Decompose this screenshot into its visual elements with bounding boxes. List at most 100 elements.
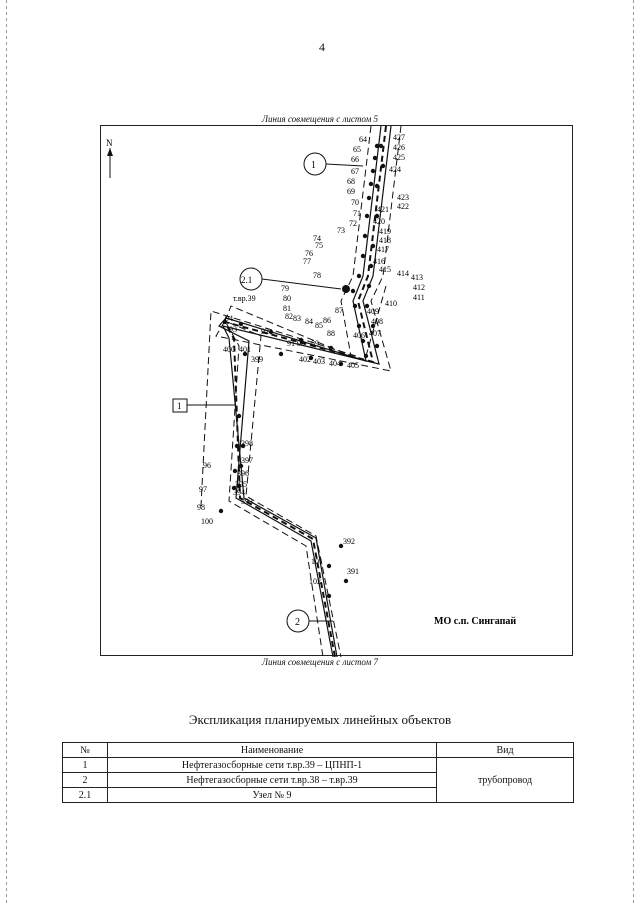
point-labels-right: 427 426 425 424 423 422 421 420 419 418 … [223,133,425,576]
svg-text:424: 424 [389,165,401,174]
point-labels-left: 64 65 66 67 68 69 70 71 72 73 74 75 76 7… [197,135,367,586]
svg-text:393: 393 [241,497,253,506]
svg-text:92: 92 [261,327,269,336]
svg-text:398: 398 [241,439,253,448]
svg-text:66: 66 [351,155,359,164]
svg-text:416: 416 [373,257,385,266]
svg-text:94: 94 [225,314,233,323]
svg-text:68: 68 [347,177,355,186]
row-num: 2.1 [62,787,108,803]
svg-text:93: 93 [229,325,237,334]
svg-text:1: 1 [177,401,182,411]
svg-text:419: 419 [379,227,391,236]
node-label: т.вр.39 [233,294,256,303]
svg-text:91: 91 [287,339,295,348]
svg-text:418: 418 [379,236,391,245]
page-number: 4 [319,40,325,54]
svg-text:100: 100 [201,517,213,526]
svg-text:414: 414 [397,269,409,278]
svg-text:71: 71 [353,209,361,218]
svg-text:403: 403 [313,357,325,366]
callout-1-mid: 1 [172,398,236,413]
row-name: Нефтегазосборные сети т.вр.38 – т.вр.39 [107,772,437,788]
svg-text:83: 83 [293,314,301,323]
row-name: Нефтегазосборные сети т.вр.39 – ЦПНП-1 [107,757,437,773]
north-arrow-icon: N [106,138,113,178]
table-row: 2.1 Узел № 9 [62,787,574,803]
svg-text:1: 1 [311,160,316,171]
svg-text:67: 67 [351,167,359,176]
scan-edge-right [633,0,634,905]
svg-text:64: 64 [359,135,367,144]
svg-text:75: 75 [315,241,323,250]
svg-text:404: 404 [329,359,341,368]
match-line-bottom: Линия совмещения с листом 7 [261,657,379,667]
route-map-drawing: N [106,125,516,658]
row-kind: трубопровод [436,757,574,803]
svg-text:413: 413 [411,273,423,282]
header-kind: Вид [436,742,574,758]
svg-text:70: 70 [351,198,359,207]
scan-edge-left [6,0,7,905]
svg-text:84: 84 [305,317,313,326]
svg-text:400: 400 [223,345,235,354]
route-map: N [100,125,573,658]
pipeline-line [218,125,392,658]
svg-text:410: 410 [385,299,397,308]
svg-text:391: 391 [347,567,359,576]
svg-text:79: 79 [281,284,289,293]
header-num: № [62,742,108,758]
north-label: N [106,138,113,148]
svg-text:73: 73 [337,226,345,235]
svg-text:82: 82 [285,312,293,321]
svg-text:426: 426 [393,143,405,152]
svg-text:396: 396 [237,469,249,478]
svg-text:101: 101 [311,557,323,566]
svg-text:65: 65 [353,145,361,154]
svg-text:86: 86 [323,316,331,325]
svg-text:85: 85 [315,321,323,330]
svg-text:2: 2 [295,617,300,628]
svg-text:81: 81 [283,304,291,313]
locality-label: МО с.п. Сингапай [434,616,516,627]
svg-text:411: 411 [413,293,425,302]
svg-text:89: 89 [311,339,319,348]
row-num: 1 [62,757,108,773]
row-name: Узел № 9 [107,787,437,803]
table-header-row: № Наименование Вид [62,742,574,758]
svg-text:102: 102 [309,577,321,586]
svg-text:78: 78 [313,271,321,280]
header-name: Наименование [107,742,437,758]
callout-2-bottom: 2 [286,609,333,633]
callout-node-2-1: 2.1 т.вр.39 [233,267,342,303]
svg-text:97: 97 [199,485,207,494]
table-row: 1 Нефтегазосборные сети т.вр.39 – ЦПНП-1… [62,757,574,803]
svg-text:69: 69 [347,187,355,196]
row-num: 2 [62,772,108,788]
svg-text:394: 394 [233,488,245,497]
match-line-top: Линия совмещения с листом 5 [261,114,379,124]
svg-text:77: 77 [303,257,311,266]
svg-text:420: 420 [373,217,385,226]
svg-text:80: 80 [283,294,291,303]
svg-text:98: 98 [197,503,205,512]
svg-text:409: 409 [367,307,379,316]
svg-text:421: 421 [377,205,389,214]
svg-text:412: 412 [413,283,425,292]
svg-text:88: 88 [327,329,335,338]
svg-text:395: 395 [235,480,247,489]
svg-text:401: 401 [239,345,251,354]
svg-text:417: 417 [377,245,389,254]
svg-text:2.1: 2.1 [241,275,252,285]
svg-text:415: 415 [379,265,391,274]
svg-text:72: 72 [349,219,357,228]
svg-text:422: 422 [397,202,409,211]
svg-text:402: 402 [299,355,311,364]
explication-title: Экспликация планируемых линейных объекто… [188,712,452,727]
svg-text:407: 407 [369,329,381,338]
callout-1-top: 1 [303,152,364,176]
svg-text:408: 408 [371,317,383,326]
svg-text:405: 405 [347,361,359,370]
survey-points [218,143,386,599]
svg-text:392: 392 [343,537,355,546]
